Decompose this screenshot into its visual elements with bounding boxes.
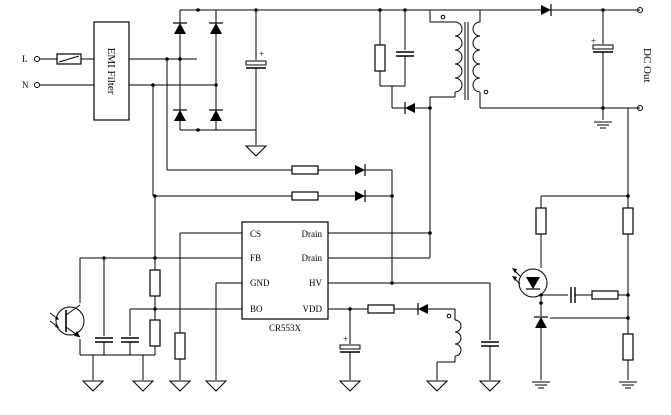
dc-out-label: DC Out	[641, 48, 653, 83]
ground-symbol	[426, 380, 448, 392]
opto-led-resistor	[535, 207, 547, 235]
divider-resistor-bottom	[622, 333, 634, 361]
emi-filter-label: EMI Filter	[105, 48, 117, 95]
neutral-terminal	[34, 82, 40, 88]
vdd-resistor	[367, 304, 395, 314]
ground-symbol	[339, 380, 361, 392]
output-ground	[593, 121, 613, 129]
ground-symbol	[132, 380, 154, 392]
svg-text:+: +	[259, 49, 264, 59]
ic-part-number: CR553X	[269, 323, 302, 333]
ground-symbol	[169, 380, 191, 392]
line-terminal	[34, 56, 40, 62]
pin-gnd: GND	[250, 278, 270, 288]
transformer-primary	[454, 21, 463, 93]
bridge-diode-2	[208, 22, 224, 35]
hv-capacitor	[480, 341, 500, 347]
pin-drain-2: Drain	[302, 253, 323, 263]
aux-winding	[454, 319, 462, 357]
secondary-ground	[618, 381, 638, 389]
pin-vdd: VDD	[303, 304, 323, 314]
opto-led	[512, 268, 548, 298]
bridge-diode-1	[172, 22, 188, 35]
snubber-resistor	[374, 44, 386, 72]
pin-bo: BO	[250, 304, 263, 314]
bo-resistor-bottom	[149, 319, 161, 347]
sense-resistor	[174, 332, 186, 360]
startup-resistor-2	[291, 191, 319, 201]
bulk-capacitor	[245, 60, 267, 69]
divider-resistor-top	[622, 207, 634, 235]
bridge-diode-4	[208, 109, 224, 122]
output-diode	[540, 3, 552, 17]
pin-fb: FB	[250, 253, 261, 263]
compensation-resistor	[591, 290, 619, 300]
startup-diode-1	[354, 163, 366, 177]
svg-text:+: +	[591, 36, 596, 46]
bo-capacitor	[120, 337, 140, 343]
bo-resistor-top	[149, 269, 161, 297]
ground-symbol	[82, 380, 104, 392]
secondary-ground	[531, 381, 551, 389]
vdd-capacitor	[339, 344, 361, 353]
pin-drain-1: Drain	[302, 229, 323, 239]
transformer-secondary	[472, 21, 481, 93]
opto-transistor	[49, 304, 85, 338]
snubber-capacitor	[395, 51, 415, 57]
controller-ic	[241, 221, 329, 320]
output-capacitor	[592, 44, 614, 53]
startup-resistor-1	[291, 165, 319, 175]
startup-diode-2	[354, 189, 366, 203]
bridge-diode-3	[172, 109, 188, 122]
vdd-diode	[417, 302, 429, 316]
pin-hv: HV	[309, 278, 322, 288]
ground-symbol	[479, 380, 501, 392]
emi-filter-block	[93, 21, 130, 121]
svg-text:+: +	[343, 334, 348, 344]
shunt-regulator	[533, 316, 549, 329]
fb-capacitor	[94, 337, 114, 343]
ground-symbol	[205, 380, 227, 392]
neutral-label: N	[22, 80, 29, 90]
snubber-diode	[404, 101, 416, 115]
pin-cs: CS	[250, 229, 261, 239]
line-label: L	[22, 54, 28, 64]
ground-symbol	[245, 145, 267, 157]
